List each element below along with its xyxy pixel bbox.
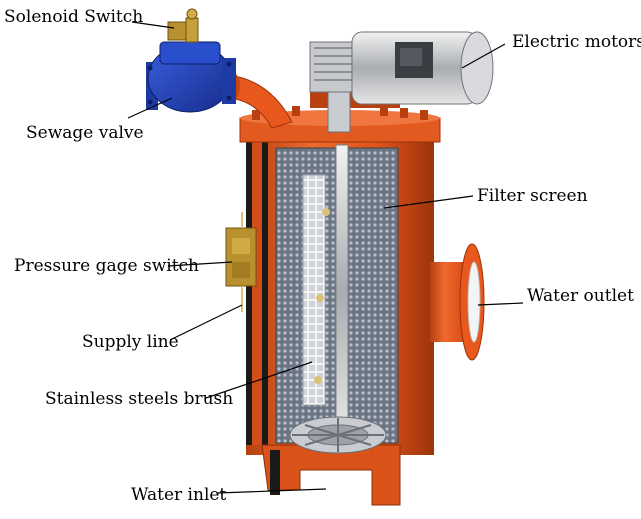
label-electric-motors: Electric motors	[512, 32, 641, 52]
label-sewage-valve: Sewage valve	[26, 123, 144, 143]
label-water-outlet: Water outlet	[527, 286, 634, 306]
stainless-brush-element	[302, 174, 330, 406]
pressure-gage-switch	[225, 212, 257, 312]
label-water-inlet: Water inlet	[131, 485, 226, 505]
label-supply-line: Supply line	[82, 332, 179, 352]
label-stainless-steels-brush: Stainless steels brush	[45, 389, 233, 409]
sewage-valve	[146, 41, 236, 113]
label-pressure-gage-switch: Pressure gage switch	[14, 256, 199, 276]
label-filter-screen: Filter screen	[477, 186, 588, 206]
leader-lines	[127, 21, 524, 494]
water-outlet-pipe	[430, 243, 485, 361]
drive-shaft	[335, 144, 349, 436]
solenoid-switch	[167, 8, 199, 43]
label-solenoid-switch: Solenoid Switch	[4, 7, 143, 27]
electric-motor	[309, 31, 494, 105]
bottom-wheel	[289, 416, 387, 454]
